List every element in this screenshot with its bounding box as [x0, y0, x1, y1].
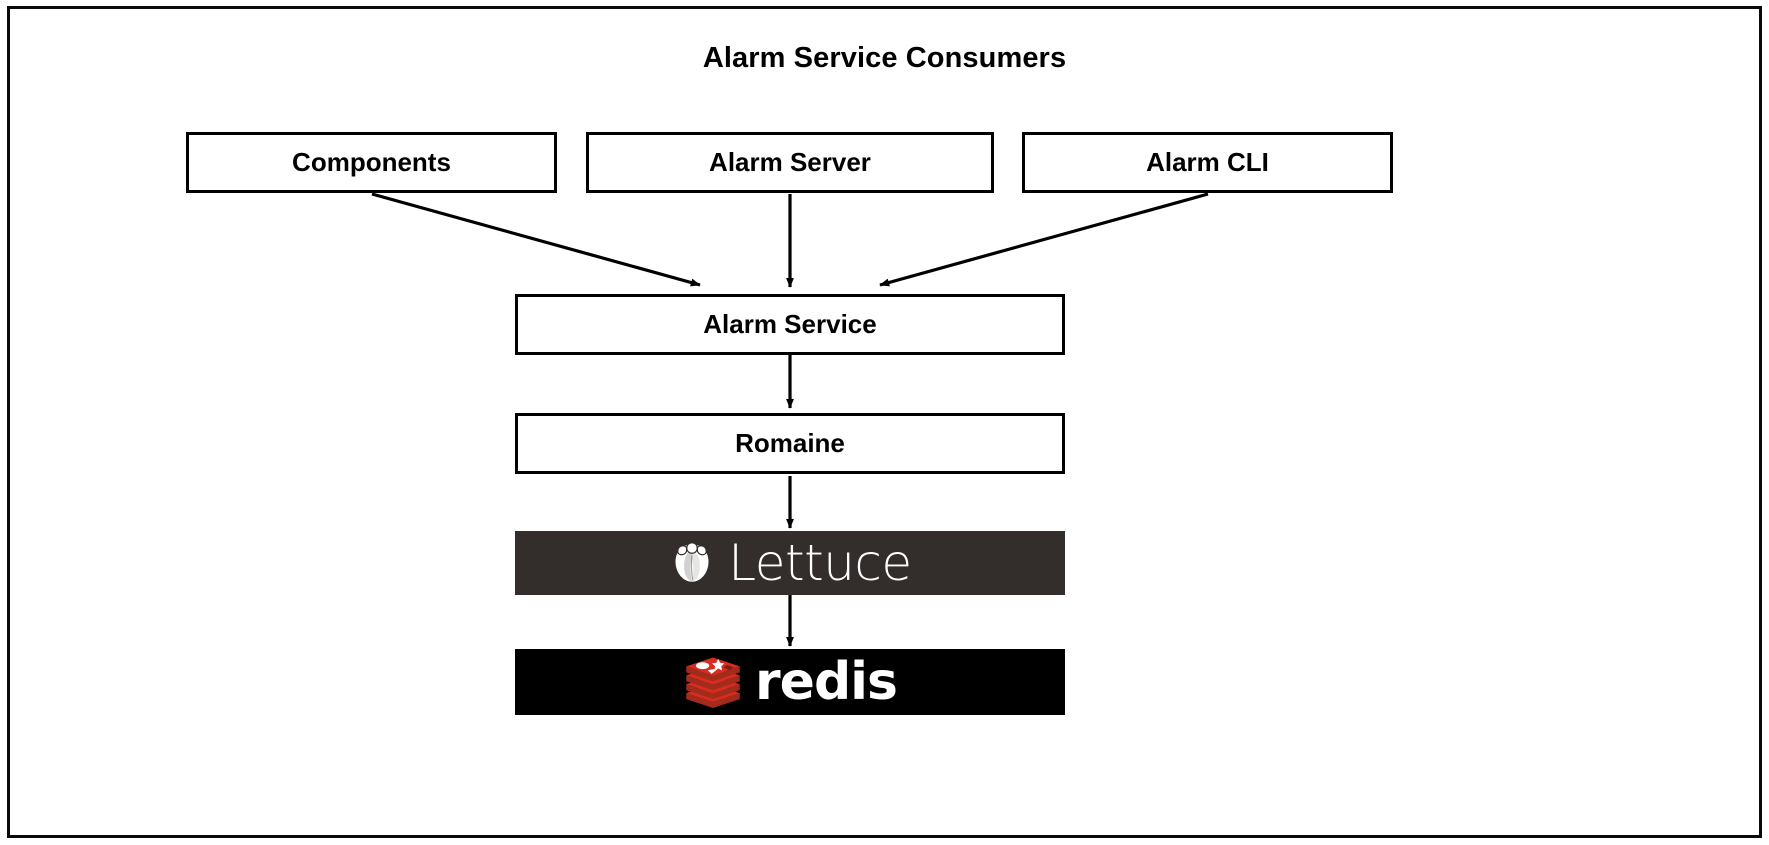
node-components[interactable]: Components	[186, 132, 557, 193]
node-romaine[interactable]: Romaine	[515, 413, 1065, 474]
node-alarm-service-label: Alarm Service	[703, 309, 877, 339]
diagram-title: Alarm Service Consumers	[702, 42, 1067, 74]
node-components-label: Components	[292, 147, 451, 177]
node-alarm-cli[interactable]: Alarm CLI	[1022, 132, 1393, 193]
lettuce-wordmark: Lettuce	[728, 534, 912, 592]
node-alarm-service[interactable]: Alarm Service	[515, 294, 1065, 355]
node-alarm-server-label: Alarm Server	[709, 147, 871, 177]
node-romaine-label: Romaine	[735, 428, 845, 458]
lettuce-leaf-icon	[668, 539, 716, 587]
redis-stack-icon	[683, 656, 743, 708]
node-lettuce[interactable]: Lettuce	[515, 531, 1065, 595]
node-alarm-cli-label: Alarm CLI	[1146, 147, 1269, 177]
redis-wordmark: redis	[755, 652, 898, 712]
node-alarm-server[interactable]: Alarm Server	[586, 132, 994, 193]
node-redis[interactable]: redis	[515, 649, 1065, 715]
